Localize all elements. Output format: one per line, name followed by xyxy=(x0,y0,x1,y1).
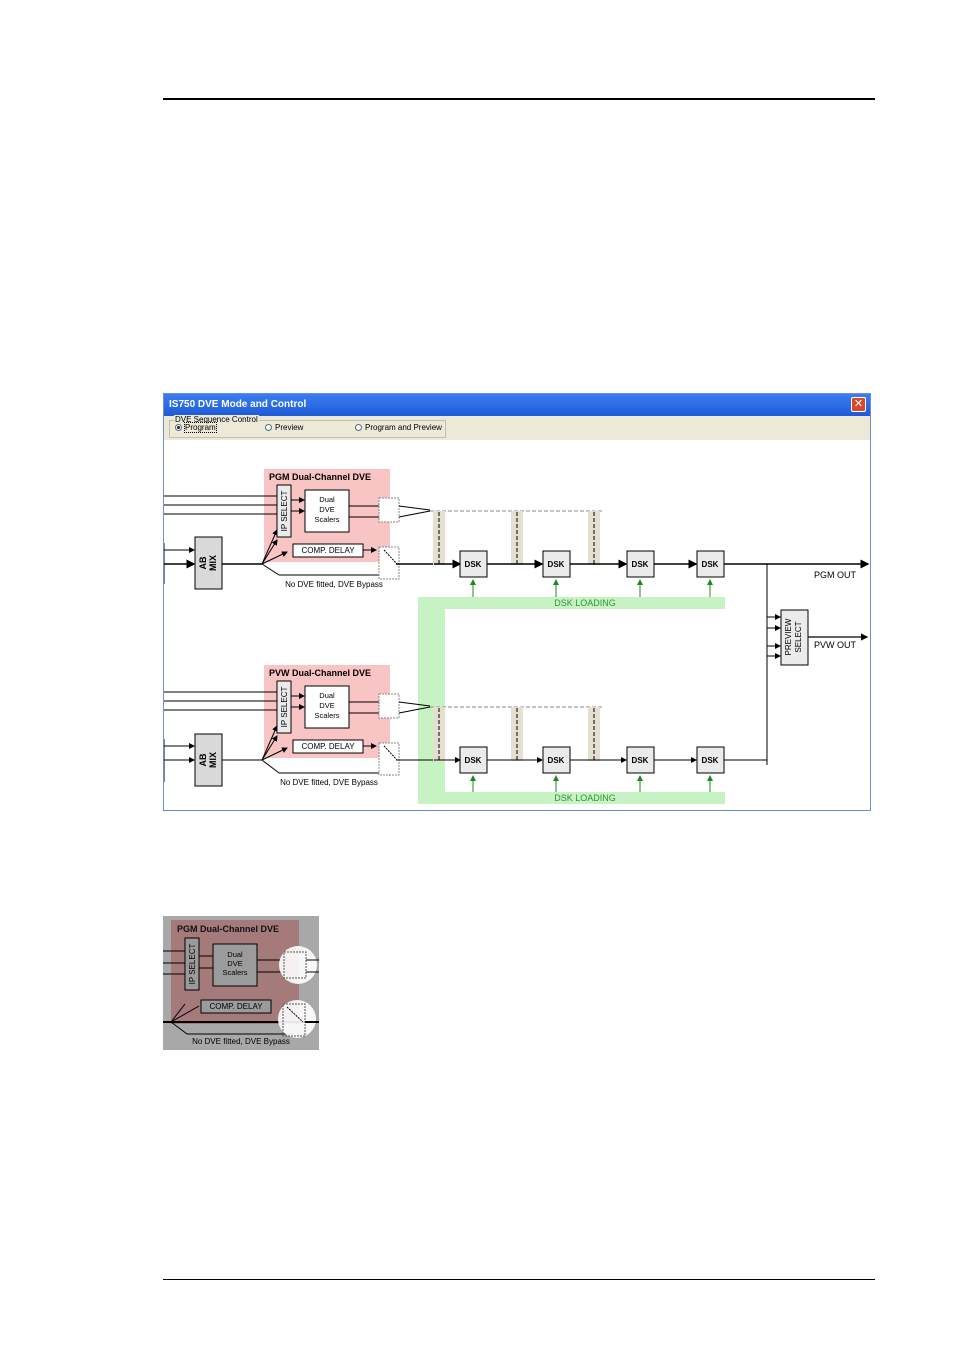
dsk-loading-label-top: DSK LOADING xyxy=(554,598,616,608)
radio-program[interactable]: Program xyxy=(175,422,217,433)
radio-label: Program and Preview xyxy=(365,423,442,432)
pvw-dsk-3 xyxy=(626,746,655,774)
pgm-out-label: PGM OUT xyxy=(814,570,857,580)
pgm-dsk-4 xyxy=(696,550,725,578)
pvw-dsk-2-text: DSK xyxy=(548,756,565,765)
pvw-dve-line1: Dual xyxy=(319,691,335,700)
pvw-switch-bypass xyxy=(378,742,400,776)
pgm-dsk-3 xyxy=(626,550,655,578)
preview-select-text1: PREVIEW xyxy=(784,618,793,655)
pgm-mix-text: MIX xyxy=(208,555,218,571)
pgm-dve-title: PGM Dual-Channel DVE xyxy=(269,472,371,482)
pgm-dsk-2-text: DSK xyxy=(548,560,565,569)
pvw-dve-line3: Scalers xyxy=(314,711,339,720)
inset-comp-delay-text: COMP. DELAY xyxy=(209,1002,263,1011)
radio-program-and-preview[interactable]: Program and Preview xyxy=(355,423,442,432)
pvw-bypass-text: No DVE fitted, DVE Bypass xyxy=(280,778,378,787)
window-title: IS750 DVE Mode and Control xyxy=(169,399,307,410)
inset-highlight-bypass xyxy=(278,1000,316,1038)
pvw-switch-dve xyxy=(378,693,400,719)
window-title-bar[interactable]: IS750 DVE Mode and Control ✕ xyxy=(164,394,870,416)
pvw-dve-title: PVW Dual-Channel DVE xyxy=(269,668,371,678)
control-bar: DVE Sequence Control Program Preview Pro… xyxy=(164,415,870,440)
sequence-control-group: DVE Sequence Control xyxy=(169,415,446,438)
pgm-dve-line2: DVE xyxy=(319,505,334,514)
pgm-ip-select-text: IP SELECT xyxy=(280,491,289,532)
preview-select-text2: SELECT xyxy=(794,621,803,652)
pvw-dve-line2: DVE xyxy=(319,701,334,710)
pvw-comp-delay-text: COMP. DELAY xyxy=(301,742,355,751)
inset-highlight-dve xyxy=(279,946,317,984)
inset-comp-delay xyxy=(200,999,272,1014)
pvw-dsk-3-text: DSK xyxy=(632,756,649,765)
dve-mode-window: IS750 DVE Mode and Control ✕ DVE Sequenc… xyxy=(163,393,871,811)
inset-ip-select xyxy=(184,937,200,991)
inset-dve-line1: Dual xyxy=(227,950,243,959)
pgm-dual-dve-scalers xyxy=(304,489,350,533)
pgm-dve-line1: Dual xyxy=(319,495,335,504)
pgm-dsk-1-text: DSK xyxy=(465,560,482,569)
pvw-ip-select-text: IP SELECT xyxy=(280,687,289,728)
pvw-dsk-2 xyxy=(542,746,571,774)
inset-dve-title: PGM Dual-Channel DVE xyxy=(177,924,279,934)
inset-ip-select-text: IP SELECT xyxy=(188,944,197,985)
pvw-dual-dve-scalers xyxy=(304,685,350,729)
dsk-loading-label-bottom: DSK LOADING xyxy=(554,793,616,803)
radio-off-icon xyxy=(265,424,272,431)
pgm-dsk-1 xyxy=(459,550,488,578)
pvw-ab-text: AB xyxy=(198,753,208,766)
radio-preview[interactable]: Preview xyxy=(265,423,303,432)
pgm-bypass-text: No DVE fitted, DVE Bypass xyxy=(285,580,383,589)
radio-on-icon xyxy=(175,424,182,431)
radio-label: Preview xyxy=(275,423,304,432)
pgm-dsk-3-text: DSK xyxy=(632,560,649,569)
pgm-dsk-4-text: DSK xyxy=(702,560,719,569)
header-rule xyxy=(163,98,875,100)
pvw-out-label: PVW OUT xyxy=(814,640,857,650)
inset-dual-dve-scalers xyxy=(212,943,258,987)
pgm-switch-bypass xyxy=(378,546,400,580)
footer-rule xyxy=(163,1279,875,1280)
preview-select xyxy=(780,609,809,666)
radio-label: Program xyxy=(184,422,217,433)
pgm-dsk-2 xyxy=(542,550,571,578)
pgm-comp-delay-text: COMP. DELAY xyxy=(301,546,355,555)
inset-bypass-text: No DVE fitted, DVE Bypass xyxy=(192,1037,290,1046)
pvw-dsk-4 xyxy=(696,746,725,774)
pgm-switch-dve xyxy=(378,497,400,523)
pvw-dsk-1 xyxy=(459,746,488,774)
radio-off-icon xyxy=(355,424,362,431)
pvw-dsk-4-text: DSK xyxy=(702,756,719,765)
pgm-dve-detail-inset: PGM Dual-Channel DVE IP SELECT Dual DVE … xyxy=(163,916,319,1050)
close-icon[interactable]: ✕ xyxy=(851,397,866,412)
dve-signal-diagram: DSK LOADING DSK LOADING PGM Dual-Channel… xyxy=(164,469,870,804)
pgm-ab-text: AB xyxy=(198,556,208,569)
pvw-dsk-1-text: DSK xyxy=(465,756,482,765)
pvw-mix-text: MIX xyxy=(208,752,218,768)
group-legend: DVE Sequence Control xyxy=(174,415,259,424)
pgm-ab-mix xyxy=(194,536,223,590)
inset-dve-line3: Scalers xyxy=(222,968,247,977)
pgm-dve-line3: Scalers xyxy=(314,515,339,524)
inset-dve-line2: DVE xyxy=(227,959,242,968)
